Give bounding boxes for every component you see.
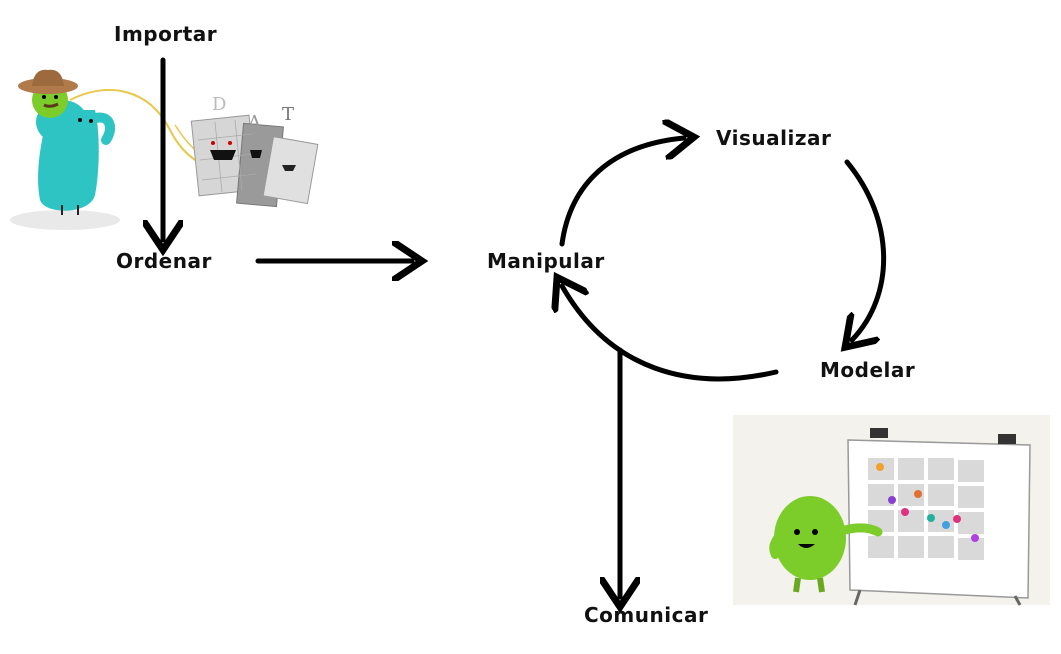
step-importar: Importar	[114, 22, 218, 46]
svg-text:A: A	[247, 112, 262, 133]
arrow-visualizar-modelar	[847, 159, 887, 340]
step-comunicar: Comunicar	[584, 603, 709, 627]
monster-lasso-illustration: D A T	[10, 69, 319, 230]
step-modelar: Modelar	[820, 358, 916, 382]
flow-arrows	[163, 57, 887, 597]
svg-text:D: D	[212, 94, 226, 115]
arrow-manipular-visualizar	[559, 138, 684, 247]
monster-presenting-illustration	[733, 415, 1050, 606]
arrow-modelar-manipular	[562, 286, 779, 382]
step-manipular: Manipular	[487, 249, 605, 273]
svg-text:T: T	[282, 104, 294, 125]
step-ordenar: Ordenar	[116, 249, 212, 273]
step-visualizar: Visualizar	[716, 126, 832, 150]
